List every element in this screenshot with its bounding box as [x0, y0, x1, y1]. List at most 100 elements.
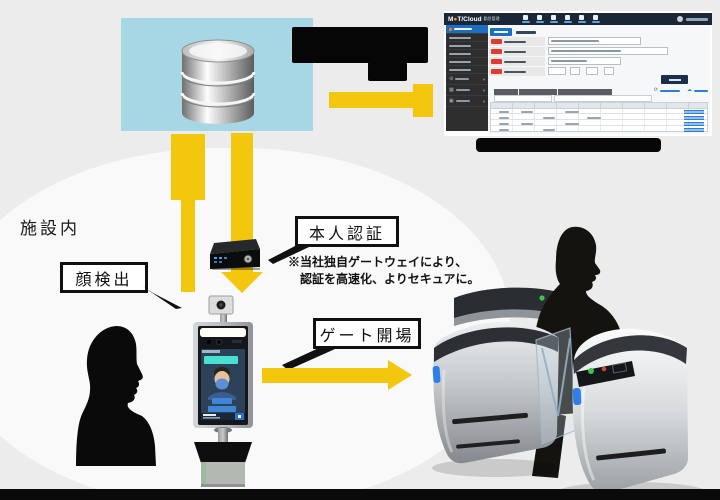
- attendance-app-screenshot: M●T/Cloud 勤怠管理 ⚙▼ ▦▼ ▣▼: [444, 11, 712, 136]
- nav-icon-6[interactable]: [591, 15, 600, 23]
- screenshot-caption-redacted: [476, 138, 661, 152]
- required-badge: [491, 49, 502, 54]
- tab-label: [494, 31, 508, 33]
- nav-icon-5[interactable]: [577, 15, 586, 23]
- sidebar-active-icon: [449, 27, 452, 31]
- sidebar-group-requests[interactable]: ▦▼: [446, 85, 488, 96]
- app-header-bar: M●T/Cloud 勤怠管理: [444, 13, 712, 25]
- page-title-text: [516, 31, 536, 34]
- summary-header-cell: [558, 89, 612, 95]
- row-action-link[interactable]: [684, 128, 704, 132]
- database-icon: [180, 39, 256, 124]
- nav-label: [521, 21, 530, 23]
- nav-glyph-icon: [579, 15, 585, 20]
- active-tab-chip[interactable]: [490, 28, 512, 36]
- summary-value-cell: [494, 95, 552, 102]
- search-button[interactable]: [661, 75, 688, 84]
- app-name: 勤怠管理: [483, 16, 500, 21]
- nav-label: [577, 21, 586, 23]
- gateway-note-line1: ※当社独自ゲートウェイにより、: [288, 255, 468, 269]
- face-detect-label: 顔検出: [75, 271, 133, 289]
- sidebar-group-label: [455, 89, 470, 91]
- link-label: [694, 89, 708, 92]
- screen-button-1: [212, 398, 232, 404]
- field-label: [489, 37, 545, 46]
- screen-mask: [215, 378, 229, 390]
- facility-label: 施設内: [20, 219, 80, 238]
- gate-open-callout: ゲート開場: [313, 318, 421, 349]
- sidebar-item[interactable]: [446, 66, 488, 74]
- sidebar-item[interactable]: [446, 58, 488, 66]
- row-action-link[interactable]: [684, 116, 704, 120]
- nav-icon-1[interactable]: [521, 15, 530, 23]
- sidebar-item-label: [454, 28, 472, 30]
- nav-label: [535, 21, 544, 23]
- arrow-gate-open-shaft: [262, 368, 388, 383]
- arrow-up-to-cloud-head: [171, 134, 205, 200]
- nav-icon-3[interactable]: [549, 15, 558, 23]
- text-input[interactable]: [548, 57, 621, 65]
- sidebar-item-label: [449, 60, 471, 63]
- face-detect-callout: 顔検出: [60, 262, 148, 293]
- date-select[interactable]: [586, 67, 598, 75]
- gateway-note: ※当社独自ゲートウェイにより、 認証を高速化、よりセキュアに。: [288, 254, 480, 288]
- chevron-down-icon: ▼: [482, 87, 486, 93]
- security-gate: [432, 226, 706, 498]
- required-badge: [491, 39, 502, 44]
- arrow-up-to-cloud-shaft: [181, 200, 195, 292]
- date-select[interactable]: [570, 67, 580, 75]
- input-value-text: [551, 60, 587, 62]
- blue-led-strip: [572, 387, 582, 406]
- user-menu[interactable]: [677, 16, 708, 22]
- app-nav-icons: [521, 15, 600, 23]
- row-action-link[interactable]: [684, 122, 704, 126]
- search-button-label: [668, 78, 681, 81]
- sidebar-item[interactable]: [446, 42, 488, 50]
- text-input[interactable]: [548, 37, 641, 45]
- refresh-link[interactable]: ⟳: [654, 88, 680, 93]
- cloud-database-box: [121, 18, 313, 131]
- arrow-down-to-gateway-head: [221, 272, 263, 293]
- sidebar-item-label: [449, 36, 471, 39]
- gate-cabinet-left: [433, 322, 559, 464]
- arrow-down-to-gateway-shaft: [231, 133, 253, 273]
- required-badge: [491, 69, 502, 74]
- redacted-text-line-2: [368, 62, 407, 81]
- face-terminal: [193, 295, 253, 487]
- nav-icon-4[interactable]: [563, 15, 572, 23]
- camera-lens-icon: [215, 339, 222, 346]
- sidebar-item[interactable]: [446, 50, 488, 58]
- sidebar-group-admin[interactable]: ▣▼: [446, 96, 488, 107]
- nav-icon-2[interactable]: [535, 15, 544, 23]
- row-action-link[interactable]: [684, 110, 704, 114]
- date-select[interactable]: [604, 67, 614, 75]
- person-head-silhouette: [76, 326, 156, 466]
- nav-label: [563, 21, 572, 23]
- download-link[interactable]: ☁: [687, 88, 708, 93]
- sidebar-item[interactable]: [446, 34, 488, 42]
- sidebar-group-label: [455, 78, 470, 80]
- user-name-text: [686, 17, 708, 21]
- sidebar-item-label: [449, 52, 471, 55]
- nav-glyph-icon: [551, 15, 557, 20]
- screen-banner: [204, 356, 238, 364]
- date-select[interactable]: [548, 67, 566, 75]
- person-icon: ▣: [449, 97, 454, 104]
- sidebar-item-label: [449, 44, 471, 47]
- sidebar-group-settings[interactable]: ⚙▼: [446, 74, 488, 85]
- arrow-cloud-to-app-head: [413, 84, 433, 117]
- gateway-device: [210, 239, 260, 270]
- text-input[interactable]: [548, 47, 668, 55]
- sidebar-group-label: [455, 100, 470, 102]
- sidebar-item-active[interactable]: [446, 25, 488, 34]
- input-value-text: [551, 40, 599, 42]
- identity-auth-label: 本人認証: [308, 225, 385, 243]
- nav-glyph-icon: [593, 15, 599, 20]
- chevron-down-icon: ▼: [482, 98, 486, 104]
- link-label: [660, 89, 680, 92]
- summary-value-cell: [554, 95, 652, 102]
- refresh-icon: ⟳: [653, 87, 658, 93]
- nav-label: [591, 21, 600, 23]
- nav-glyph-icon: [523, 15, 529, 20]
- arrow-cloud-to-app-shaft: [329, 92, 414, 108]
